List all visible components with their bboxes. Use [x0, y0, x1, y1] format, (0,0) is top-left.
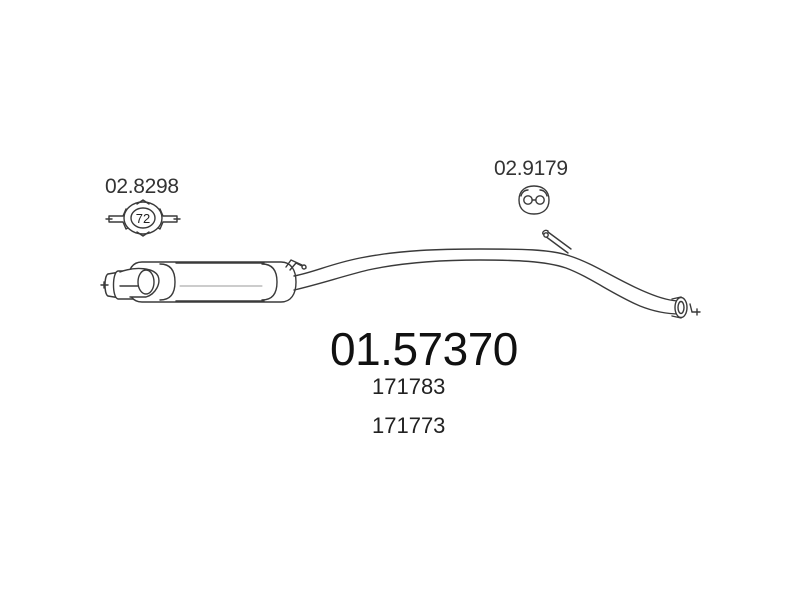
main-part-number: 01.57370 [330, 323, 518, 375]
clamp-part-number: 02.8298 [105, 175, 179, 198]
oem-number-1: 171783 [372, 374, 446, 399]
exhaust-assembly [100, 229, 701, 319]
exhaust-clamp-icon: 72 [105, 199, 181, 237]
hanger-part-number: 02.9179 [494, 157, 568, 180]
clamp-size-label: 72 [136, 211, 150, 226]
oem-number-2: 171773 [372, 413, 446, 438]
rubber-hanger-icon [518, 185, 550, 215]
